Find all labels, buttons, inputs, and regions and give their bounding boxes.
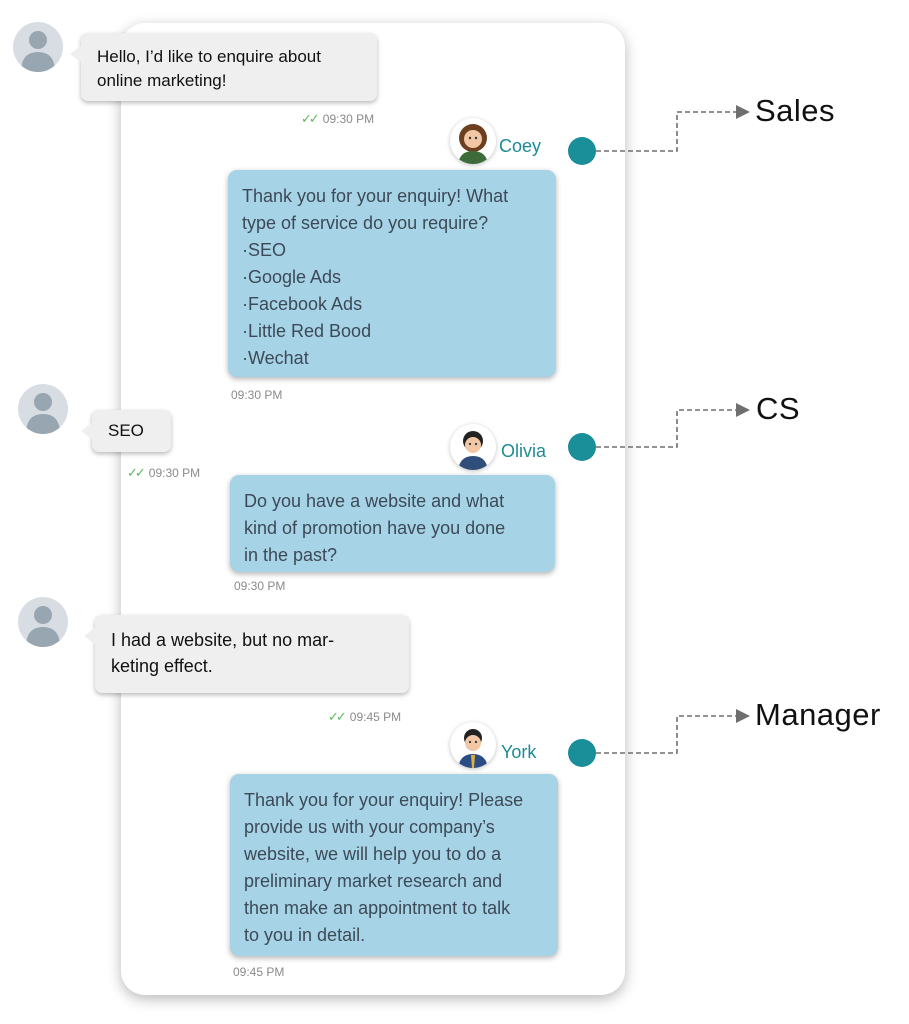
user-avatar-icon bbox=[18, 384, 68, 434]
agent-message-bubble: Do you have a website and what kind of p… bbox=[230, 475, 555, 572]
user-message-bubble: Hello, I’d like to enquire about online … bbox=[70, 33, 377, 101]
arrow-head-icon bbox=[736, 403, 750, 417]
message-line: kind of promotion have you done bbox=[244, 518, 506, 538]
user-message-bubble: I had a website, but no mar- keting effe… bbox=[84, 615, 409, 693]
message-line: Hello, I’d like to enquire about bbox=[97, 47, 321, 66]
agent-avatar-york bbox=[450, 722, 496, 768]
message-line: online marketing! bbox=[97, 71, 227, 90]
message-line: website, we will help you to do a bbox=[244, 844, 502, 864]
user-message-bubble: SEO bbox=[81, 410, 171, 452]
message-line: ·Facebook Ads bbox=[242, 294, 363, 314]
user-avatar-icon bbox=[18, 597, 68, 647]
role-marker-manager bbox=[568, 739, 596, 767]
message-line: I had a website, but no mar- bbox=[111, 630, 335, 650]
double-check-icon: ✓✓ bbox=[301, 111, 320, 126]
user-avatar-icon bbox=[13, 22, 63, 72]
message-line: ·SEO bbox=[242, 240, 287, 260]
role-label-sales: Sales bbox=[755, 93, 836, 128]
message-line: provide us with your company’s bbox=[244, 817, 495, 837]
role-label-cs: CS bbox=[756, 391, 801, 426]
agent-avatar-olivia bbox=[450, 424, 496, 470]
message-line: preliminary market research and bbox=[244, 871, 503, 891]
message-line: Do you have a website and what bbox=[244, 491, 505, 511]
agent-name: Coey bbox=[499, 136, 542, 156]
agent-message-bubble: Thank you for your enquiry! Please provi… bbox=[230, 774, 558, 956]
message-line: ·Little Red Bood bbox=[242, 321, 372, 341]
message-line: Thank you for your enquiry! What bbox=[242, 186, 509, 206]
message-line: keting effect. bbox=[111, 656, 213, 676]
role-marker-sales bbox=[568, 137, 596, 165]
message-line: ·Google Ads bbox=[242, 267, 342, 287]
agent-name: Olivia bbox=[501, 441, 547, 461]
double-check-icon: ✓✓ bbox=[328, 709, 347, 724]
arrow-head-icon bbox=[736, 105, 750, 119]
message-timestamp: 09:30 PM bbox=[234, 579, 286, 593]
message-timestamp: ✓✓09:30 PM bbox=[301, 111, 375, 126]
message-timestamp: ✓✓09:45 PM bbox=[328, 709, 402, 724]
arrow-head-icon bbox=[736, 709, 750, 723]
message-timestamp: ✓✓09:30 PM bbox=[127, 465, 201, 480]
message-timestamp: 09:45 PM bbox=[233, 965, 285, 979]
role-marker-cs bbox=[568, 433, 596, 461]
message-line: to you in detail. bbox=[244, 925, 366, 945]
message-line: type of service do you require? bbox=[242, 213, 489, 233]
message-line: in the past? bbox=[244, 545, 338, 565]
message-line: SEO bbox=[108, 421, 144, 440]
agent-message-bubble: Thank you for your enquiry! What type of… bbox=[228, 170, 556, 377]
agent-name: York bbox=[501, 742, 537, 762]
message-timestamp: 09:30 PM bbox=[231, 388, 283, 402]
message-line: then make an appointment to talk bbox=[244, 898, 511, 918]
message-line: Thank you for your enquiry! Please bbox=[244, 790, 524, 810]
role-label-manager: Manager bbox=[755, 697, 881, 732]
message-line: ·Wechat bbox=[242, 348, 309, 368]
double-check-icon: ✓✓ bbox=[127, 465, 146, 480]
agent-avatar-coey bbox=[450, 118, 496, 164]
